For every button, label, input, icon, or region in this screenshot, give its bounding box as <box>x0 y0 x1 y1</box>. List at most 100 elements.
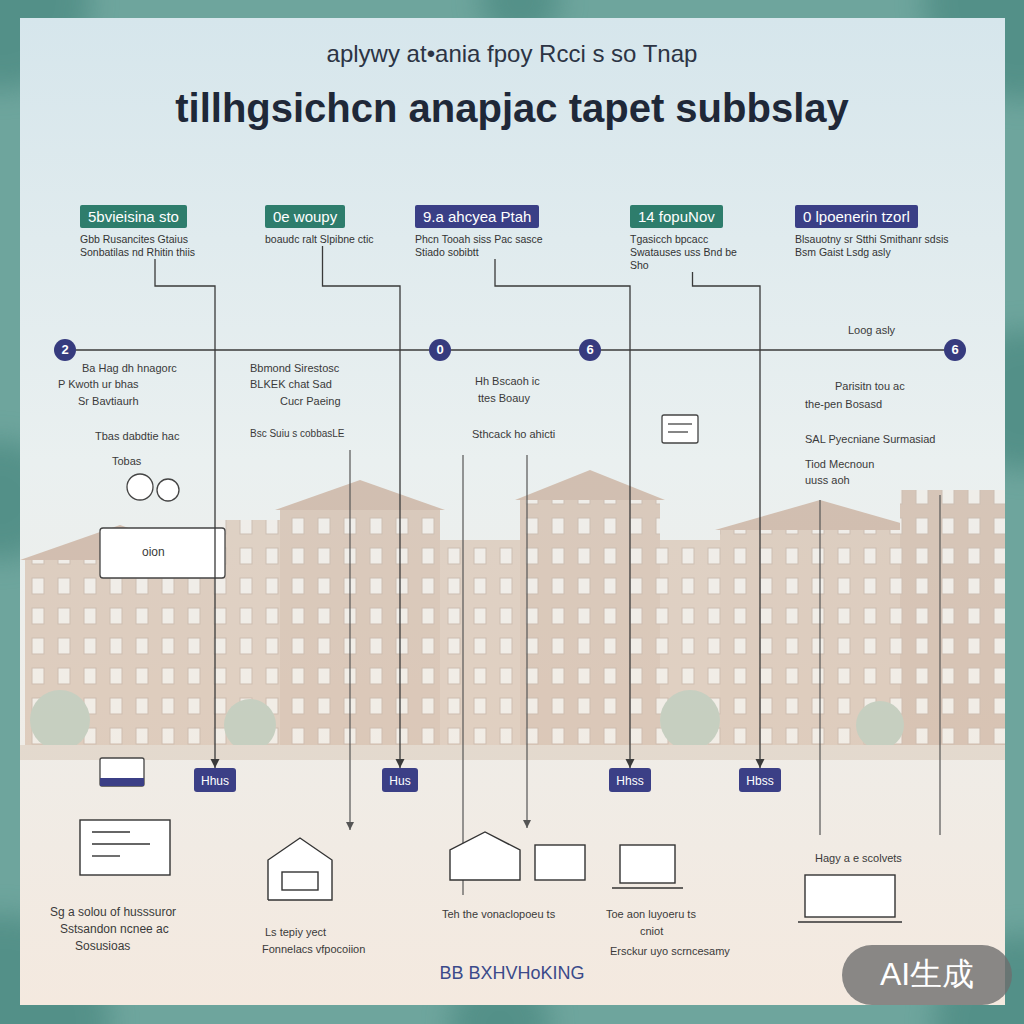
note-text: Tiod Mecnoun <box>805 458 874 471</box>
tag-text: Hhus <box>201 774 229 788</box>
note-text: Bbmond Sirestosc <box>250 362 339 375</box>
bottom-note: Ls tepiy yect <box>265 926 326 939</box>
town-illustration <box>520 500 660 760</box>
note-text: uuss aoh <box>805 474 850 487</box>
note-text: Tobas <box>112 455 141 468</box>
town-illustration <box>20 745 1005 760</box>
connector <box>601 349 944 350</box>
small-icons <box>100 528 225 578</box>
town-illustration <box>856 701 904 749</box>
bottom-icons <box>612 887 683 888</box>
card-heading: 0 lpoenerin tzorl <box>795 205 918 228</box>
bottom-icons <box>92 855 120 856</box>
card-body: Gbb Rusancites Gtaius Sonbatilas nd Rhit… <box>80 233 230 259</box>
step-number: 2 <box>54 339 76 361</box>
number-text: 0 <box>436 342 443 357</box>
connector <box>693 272 761 768</box>
connector <box>155 259 215 768</box>
connector <box>323 246 401 768</box>
town-illustration <box>25 560 215 760</box>
bottom-note: Hagy a e scolvets <box>815 852 902 865</box>
step-card: 14 fopuNovTgasicch bpcacc Swatauses uss … <box>630 205 755 272</box>
note-text: P Kwoth ur bhas <box>58 378 139 391</box>
note-text: Parisitn tou ac <box>835 380 905 393</box>
card-body: Blsauotny sr Stthi Smithanr sdsis Bsm Ga… <box>795 233 955 259</box>
leader-lines <box>350 450 940 895</box>
card-heading: 0e woupy <box>265 205 345 228</box>
note-text: ttes Boauy <box>478 392 530 405</box>
step-number: 6 <box>579 339 601 361</box>
bottom-icons <box>450 832 520 880</box>
note-text: Cucr Paeing <box>280 395 341 408</box>
town-illustration <box>30 690 90 750</box>
card-heading: 14 fopuNov <box>630 205 723 228</box>
icon-label: oion <box>140 545 167 559</box>
small-icons <box>100 778 144 786</box>
category-tag: Hhus <box>194 768 236 792</box>
note-text: Sthcack ho ahicti <box>472 428 555 441</box>
bottom-icons <box>798 921 902 922</box>
leader-lines <box>462 455 463 895</box>
note-text: Ba Hag dh hnagorc <box>82 362 177 375</box>
note-text: Sr Bavtiaurh <box>78 395 139 408</box>
watermark: AI生成 <box>842 955 1012 993</box>
bottom-icons <box>80 820 170 875</box>
leader-lines <box>526 455 527 828</box>
note-text: the-pen Bosasd <box>805 398 882 411</box>
step-card: 0 lpoenerin tzorlBlsauotny sr Stthi Smit… <box>795 205 955 259</box>
town-illustration <box>900 490 1005 760</box>
bottom-icons <box>535 845 585 880</box>
note-text: BLKEK chat Sad <box>250 378 332 391</box>
panel <box>20 18 1005 1005</box>
note-text: Loog asly <box>848 324 895 337</box>
small-icons <box>127 474 153 500</box>
town-illustration <box>900 490 1005 760</box>
bottom-icons <box>92 843 150 844</box>
leader-lines <box>349 450 350 830</box>
town-illustration <box>660 690 720 750</box>
town-illustration <box>515 470 665 500</box>
small-icons <box>100 758 144 786</box>
diagram-title: tillhgsichcn anapjac tapet subbslay <box>0 84 1024 132</box>
connector <box>495 259 630 768</box>
bottom-note: Sosusioas <box>75 939 130 953</box>
watermark-pill <box>842 945 1012 1005</box>
tag-text: Hhss <box>616 774 643 788</box>
card-heading: 9.a ahcyea Ptah <box>415 205 539 228</box>
leader-lines <box>939 495 940 835</box>
bottom-note: Teh the vonaclopoeu ts <box>442 908 555 921</box>
small-icons <box>668 431 688 432</box>
connector <box>451 349 579 350</box>
bottom-icons <box>620 845 675 883</box>
town-illustration <box>25 560 215 760</box>
bottom-note: cniot <box>640 925 663 938</box>
small-icons <box>668 423 692 424</box>
bottom-note: Toe aon luyoeru ts <box>606 908 696 921</box>
bottom-icons <box>80 820 902 922</box>
leader-lines <box>819 500 820 835</box>
note-text: Tbas dabdtie hac <box>95 430 179 443</box>
small-icons <box>157 479 179 501</box>
small-icons <box>100 415 698 786</box>
tag-text: Hus <box>389 774 410 788</box>
note-text: SAL Pyecniane Surmasiad <box>805 433 935 446</box>
number-text: 6 <box>586 342 593 357</box>
bottom-icons <box>282 872 318 890</box>
town-illustration <box>275 480 445 510</box>
step-card: 5bvieisina stoGbb Rusancites Gtaius Sonb… <box>80 205 230 259</box>
step-card: 9.a ahcyea PtahPhcn Tooah siss Pac sasce… <box>415 205 575 259</box>
step-number: 6 <box>944 339 966 361</box>
town-illustration <box>280 510 440 760</box>
bottom-icons <box>268 838 332 900</box>
bottom-note: Fonnelacs vfpocoiion <box>262 943 365 956</box>
category-tag: Hbss <box>739 768 780 792</box>
town-illustration <box>20 470 1005 760</box>
note-text: Bsc Suiu s cobbasLE <box>250 428 345 440</box>
number-text: 2 <box>61 342 68 357</box>
number-text: 6 <box>951 342 958 357</box>
connector <box>76 349 429 350</box>
town-illustration <box>224 699 276 751</box>
bottom-note: Ersckur uyo scrncesamy <box>610 945 730 958</box>
